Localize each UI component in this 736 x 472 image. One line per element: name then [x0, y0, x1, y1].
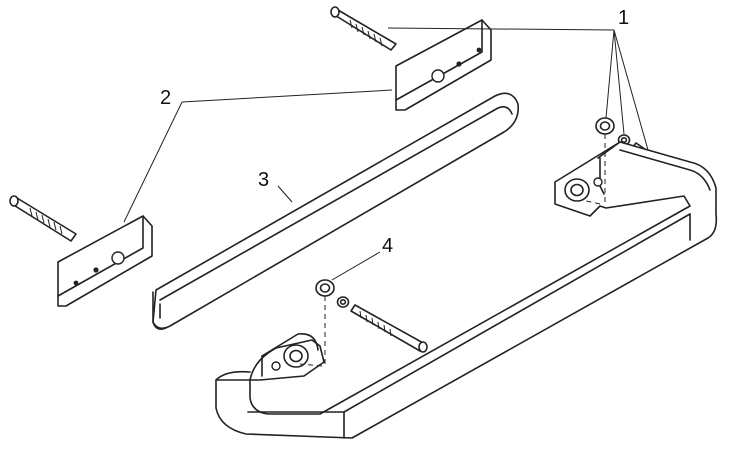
towel-bar-body	[215, 141, 718, 439]
callout-labels: 1 2 3 4	[160, 7, 629, 257]
leader-lines	[123, 27, 649, 281]
mounting-plate-top	[395, 19, 492, 111]
callout-2: 2	[160, 87, 171, 109]
screw-anchor-top	[330, 6, 397, 51]
cover-rail	[152, 92, 520, 330]
callout-3: 3	[258, 169, 269, 191]
centre-cap-and-washer	[315, 279, 350, 308]
alignment-lines	[299, 134, 606, 367]
screw-anchor-left	[9, 195, 77, 242]
callout-1: 1	[618, 7, 629, 29]
right-cap-and-washer	[595, 117, 631, 146]
callout-4: 4	[382, 235, 393, 257]
centre-fixing-screw	[350, 304, 428, 353]
mounting-plate-left	[57, 215, 153, 307]
